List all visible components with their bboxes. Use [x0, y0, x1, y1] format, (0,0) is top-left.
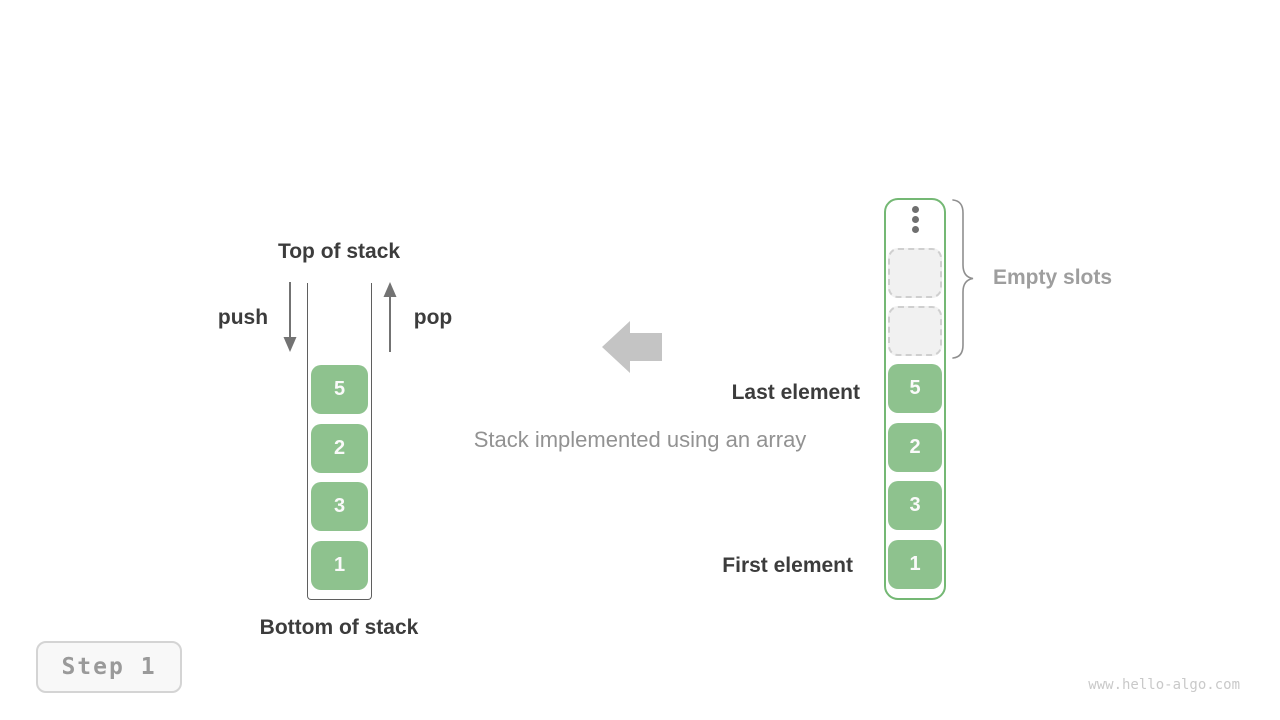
ellipsis-dot	[911, 216, 919, 223]
array-cell: 2	[888, 423, 942, 472]
top-of-stack-label: Top of stack	[277, 240, 401, 263]
array-cell: 5	[888, 364, 942, 413]
step-badge: Step 1	[36, 641, 182, 693]
push-label: push	[217, 306, 269, 329]
stack-cell: 1	[311, 541, 368, 590]
watermark: www.hello-algo.com	[1088, 677, 1240, 693]
array-cell: 3	[888, 481, 942, 530]
empty-slot	[888, 248, 942, 298]
stack-container	[307, 283, 372, 600]
array-cell: 1	[888, 540, 942, 589]
stack-cell: 2	[311, 424, 368, 473]
ellipsis-dot	[911, 206, 919, 213]
first-element-label: First element	[722, 554, 853, 577]
stack-cell: 3	[311, 482, 368, 531]
last-element-label: Last element	[731, 381, 860, 404]
left-block-arrow-icon	[602, 321, 662, 373]
stack-cell: 5	[311, 365, 368, 414]
push-down-arrow-icon	[283, 282, 297, 352]
empty-slots-label: Empty slots	[993, 266, 1113, 289]
ellipsis-dot	[911, 226, 919, 233]
empty-slot	[888, 306, 942, 356]
vertical-ellipsis-icon	[884, 206, 946, 233]
pop-up-arrow-icon	[383, 282, 397, 352]
pop-label: pop	[413, 306, 453, 329]
empty-slots-brace-icon	[952, 199, 974, 359]
bottom-of-stack-label: Bottom of stack	[259, 616, 419, 639]
figure-caption: Stack implemented using an array	[473, 427, 807, 452]
